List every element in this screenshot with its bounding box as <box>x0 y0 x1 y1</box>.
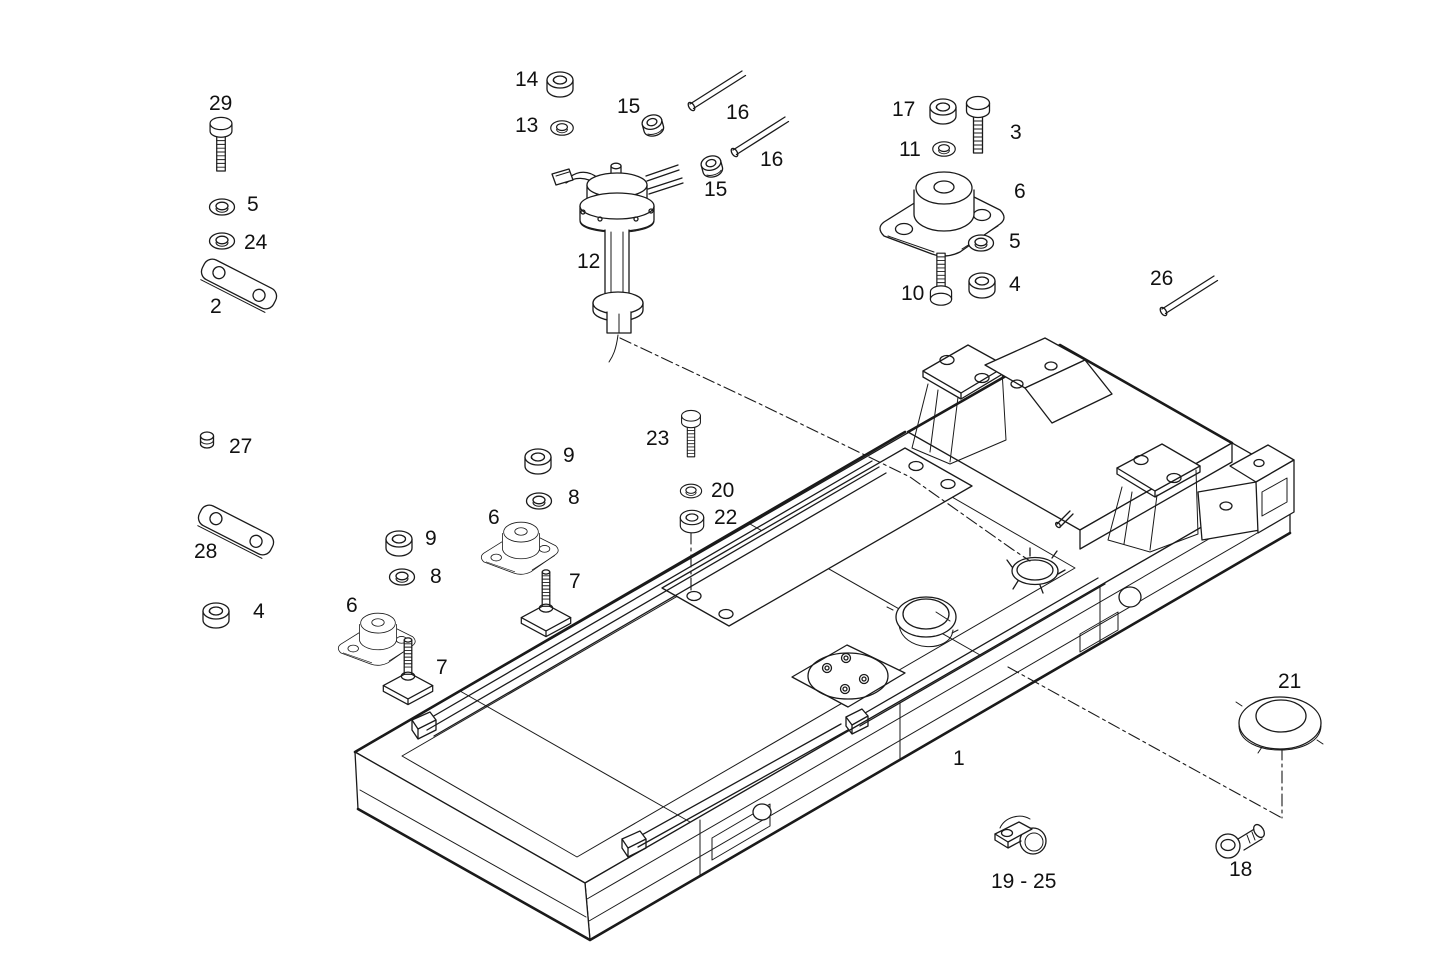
hex-nut-part-14 <box>546 71 574 98</box>
part-label-14: 14 <box>515 68 539 91</box>
part-label-27: 27 <box>229 435 253 458</box>
hex-nut-part-9b <box>385 530 413 557</box>
part-label-17: 17 <box>892 98 916 121</box>
fuel-sender-part-12 <box>551 162 684 363</box>
part-label-4b: 4 <box>253 600 265 623</box>
part-label-12: 12 <box>577 250 601 273</box>
hex-bolt-part-29 <box>209 116 233 172</box>
reference-lines <box>619 337 1283 819</box>
part-label-2: 2 <box>210 295 222 318</box>
part-label-9b: 9 <box>425 527 437 550</box>
eye-bolt-part-18 <box>1215 823 1265 859</box>
loose-parts <box>193 70 1324 859</box>
part-label-4a: 4 <box>1009 273 1021 296</box>
frame-cross-block <box>984 337 1113 424</box>
frame-end-bracket <box>1197 444 1295 541</box>
hex-nut-part-4a <box>968 272 996 299</box>
hex-nut-part-17 <box>929 98 957 125</box>
hex-nut-part-9a <box>524 448 552 475</box>
engine-mount-part-6b <box>480 521 559 575</box>
part-label-24: 24 <box>244 231 268 254</box>
hex-bolt-part-3 <box>965 95 991 154</box>
washer-part-5a <box>208 198 236 216</box>
clip-nut-part-15a <box>639 112 666 139</box>
part-label-18: 18 <box>1229 858 1253 881</box>
clip-nut-part-15b <box>698 153 725 180</box>
hex-nut-part-4b <box>202 602 230 629</box>
washer-part-8b <box>388 568 416 586</box>
part-label-16a: 16 <box>726 101 750 124</box>
bushing-part-27 <box>199 431 215 449</box>
part-label-6c: 6 <box>346 594 358 617</box>
part-label-10: 10 <box>901 282 925 305</box>
part-label-19-25: 19 - 25 <box>991 870 1057 893</box>
frame-rail-lower-right <box>845 577 1106 735</box>
hex-bolt-part-23 <box>681 409 701 458</box>
stud-bolt-part-10 <box>929 252 953 306</box>
part-label-11: 11 <box>899 138 921 161</box>
washer-part-24 <box>208 232 236 250</box>
baseframe-part-1 <box>353 337 1295 942</box>
part-label-16b: 16 <box>760 148 784 171</box>
part-label-8a: 8 <box>568 486 580 509</box>
frame-rail-lower-left <box>621 723 849 858</box>
part-label-9a: 9 <box>563 444 575 467</box>
washer-part-11 <box>932 141 956 157</box>
part-label-6b: 6 <box>488 506 500 529</box>
part-label-1: 1 <box>953 747 965 770</box>
frame-rail-upper <box>411 460 887 740</box>
filler-cap-part-21 <box>1235 696 1324 754</box>
part-label-6a: 6 <box>1014 180 1026 203</box>
part-label-22: 22 <box>714 506 738 529</box>
frame-front-pockets <box>711 586 1142 861</box>
clamp-part-19-25 <box>994 815 1047 855</box>
stud-plate-part-7a <box>520 569 572 638</box>
part-label-26: 26 <box>1150 267 1174 290</box>
frame-mount-tower-right <box>1107 443 1201 553</box>
part-label-23: 23 <box>646 427 670 450</box>
part-label-21: 21 <box>1278 670 1302 693</box>
part-label-29: 29 <box>209 92 233 115</box>
washer-part-20 <box>679 483 703 499</box>
sender-mounting-ring <box>1006 547 1066 594</box>
part-label-5b: 5 <box>1009 230 1021 253</box>
hex-nut-part-22 <box>679 509 705 534</box>
stud-plate-on-deck <box>791 644 906 708</box>
part-label-15b: 15 <box>704 178 728 201</box>
filler-neck-seat <box>886 596 959 648</box>
part-label-20: 20 <box>711 479 735 502</box>
washer-part-13 <box>550 120 574 136</box>
washer-part-5b <box>967 234 995 252</box>
part-label-7b: 7 <box>436 656 448 679</box>
frame-hole-plate <box>661 447 973 627</box>
pin-on-platform <box>1054 510 1074 529</box>
part-label-28: 28 <box>194 540 218 563</box>
part-label-3: 3 <box>1010 121 1022 144</box>
part-label-8b: 8 <box>430 565 442 588</box>
part-label-13: 13 <box>515 114 539 137</box>
washer-part-8a <box>525 492 553 510</box>
part-label-7a: 7 <box>569 570 581 593</box>
part-label-5a: 5 <box>247 193 259 216</box>
part-label-15a: 15 <box>617 95 641 118</box>
